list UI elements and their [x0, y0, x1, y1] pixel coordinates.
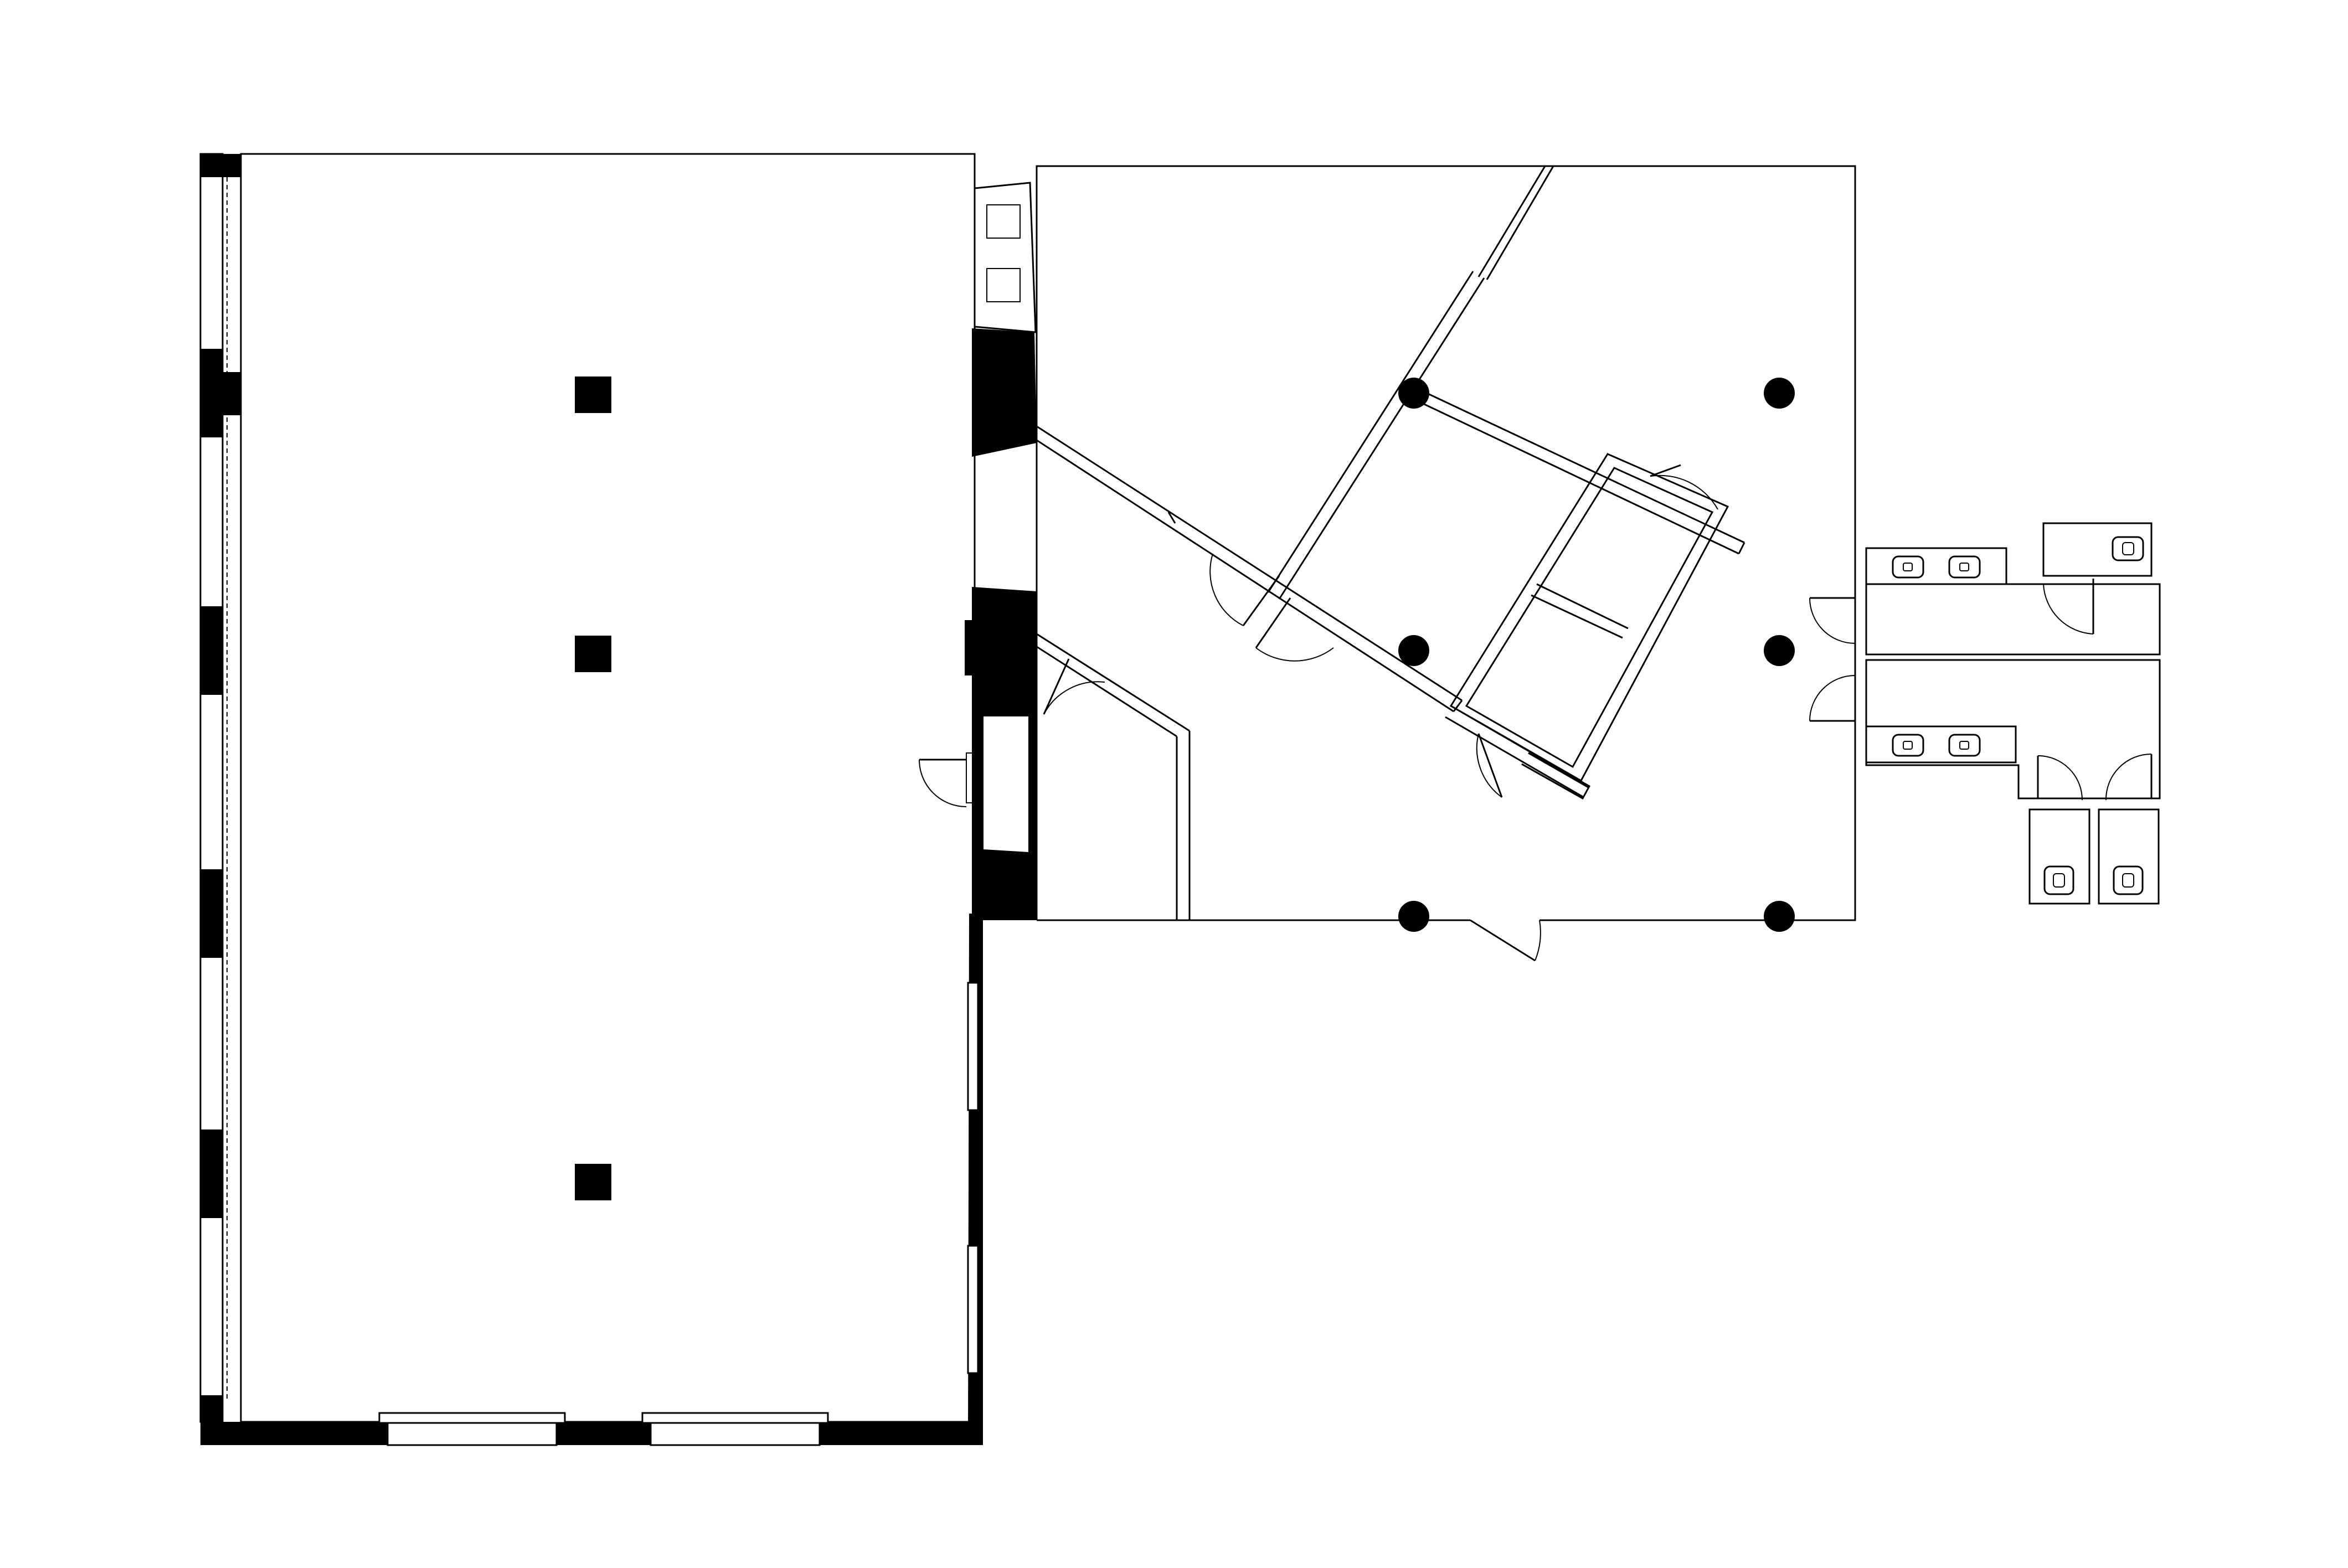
pavilion-outer-frame: [1449, 453, 1729, 782]
square-column: [575, 376, 611, 413]
diagonal-partition: [1036, 439, 1454, 713]
south-window-sill: [641, 1412, 829, 1424]
pavilion-cross-wall: [1536, 583, 1629, 630]
storage-box: [986, 268, 1021, 302]
square-column: [575, 1164, 611, 1200]
left-hall: [199, 153, 983, 1446]
round-column: [1398, 901, 1429, 932]
toilet-seat: [2122, 542, 2134, 555]
side-door-swing-arc: [919, 759, 967, 807]
south-wall: [200, 1422, 979, 1445]
right-hall-outline: [1036, 165, 1856, 921]
square-column: [575, 636, 611, 672]
wc-stall: [2098, 808, 2160, 905]
pavilion-wall-end: [1738, 542, 1745, 554]
partition-door-swing-arc: [1209, 553, 1244, 626]
pavilion-door-leaf: [1477, 733, 1503, 798]
sink-drain: [1959, 563, 1969, 571]
storage-box: [986, 204, 1021, 239]
left-hall-outline: [240, 153, 976, 1423]
west-wall-pier: [200, 154, 241, 177]
partition-door-swing-arc: [1255, 647, 1334, 662]
sink: [1892, 734, 1924, 757]
angled-wall: [1477, 166, 1546, 277]
round-column: [1398, 635, 1429, 666]
connector-doorway-slot: [982, 715, 1029, 854]
restroom-door-swing-arc: [1809, 597, 1856, 644]
connector-wall-upper: [972, 328, 1037, 457]
west-wall-pier: [223, 372, 241, 415]
connector-wall-nub: [965, 620, 972, 675]
restroom-door-swing-arc: [1809, 675, 1856, 721]
entrance-door-swing-arc: [1535, 920, 1541, 961]
pavilion-end-cap: [1521, 752, 1591, 800]
stall-door-swing-arc: [2037, 755, 2083, 801]
wc-stall: [2028, 808, 2090, 905]
angled-wall: [1267, 271, 1474, 593]
west-wall-pier: [200, 1129, 223, 1218]
pavilion-inner-frame: [1465, 467, 1714, 768]
round-column: [1398, 378, 1429, 409]
small-room-door-swing-arc: [1043, 681, 1105, 715]
toilet: [2043, 865, 2074, 895]
south-window-opening: [650, 1422, 821, 1446]
south-window-sill: [378, 1412, 566, 1424]
sink: [1892, 555, 1924, 579]
west-wall-pier: [200, 869, 223, 958]
toilet-seat: [2053, 873, 2065, 888]
vanity-counter: [1865, 725, 2017, 764]
pavilion-door-leaf: [1650, 464, 1681, 477]
east-wall-window: [967, 1245, 979, 1374]
vanity-counter: [1865, 547, 2007, 585]
east-wall-window: [967, 982, 979, 1111]
storage-niche: [974, 182, 1037, 333]
pavilion-cross-wall: [1531, 594, 1623, 639]
entrance-door-leaf: [1470, 919, 1536, 962]
angled-wall: [1486, 166, 1554, 280]
pavilion-south-wall: [1445, 716, 1584, 798]
sink: [1948, 734, 1981, 757]
west-wall-pier: [200, 606, 223, 695]
pavilion-door-swing-arc: [1650, 474, 1718, 510]
pavilion-door-swing-arc: [1476, 733, 1502, 798]
diagonal-partition-end: [1453, 700, 1463, 712]
right-hall: [1036, 165, 1856, 962]
sink-drain: [1903, 741, 1913, 750]
sink: [1948, 555, 1981, 579]
round-column: [1764, 901, 1795, 932]
connector-zone: [919, 182, 1037, 920]
round-column: [1764, 635, 1795, 666]
round-column: [1764, 378, 1795, 409]
small-room-door-leaf: [1043, 658, 1070, 715]
pavilion-wall: [1414, 386, 1745, 544]
accessible-wc-stall: [2042, 522, 2153, 577]
pavilion-wall: [1414, 399, 1739, 555]
west-wall-outer-window-strip: [199, 153, 224, 1423]
small-room-wall: [1036, 633, 1190, 732]
diagonal-partition: [1036, 425, 1463, 702]
west-wall-pier: [200, 349, 223, 437]
wc-door-swing-arc: [2043, 584, 2094, 635]
restroom-block: [1809, 522, 2161, 905]
toilet: [2113, 865, 2144, 895]
diagonal-partition-joint: [1167, 512, 1176, 524]
sink-drain: [1959, 741, 1969, 750]
angled-wall: [1278, 277, 1485, 600]
sink-drain: [1903, 563, 1913, 571]
restroom-upper-outline: [1865, 583, 2161, 656]
restroom-lower-outline: [1865, 659, 2161, 800]
toilet: [2112, 536, 2144, 561]
small-room-wall: [1036, 646, 1177, 737]
partition-door-leaf: [1255, 597, 1291, 648]
side-door-frame: [966, 752, 974, 803]
toilet-seat: [2122, 873, 2134, 888]
stall-door-swing-arc: [2105, 754, 2152, 801]
south-window-opening: [387, 1422, 558, 1446]
